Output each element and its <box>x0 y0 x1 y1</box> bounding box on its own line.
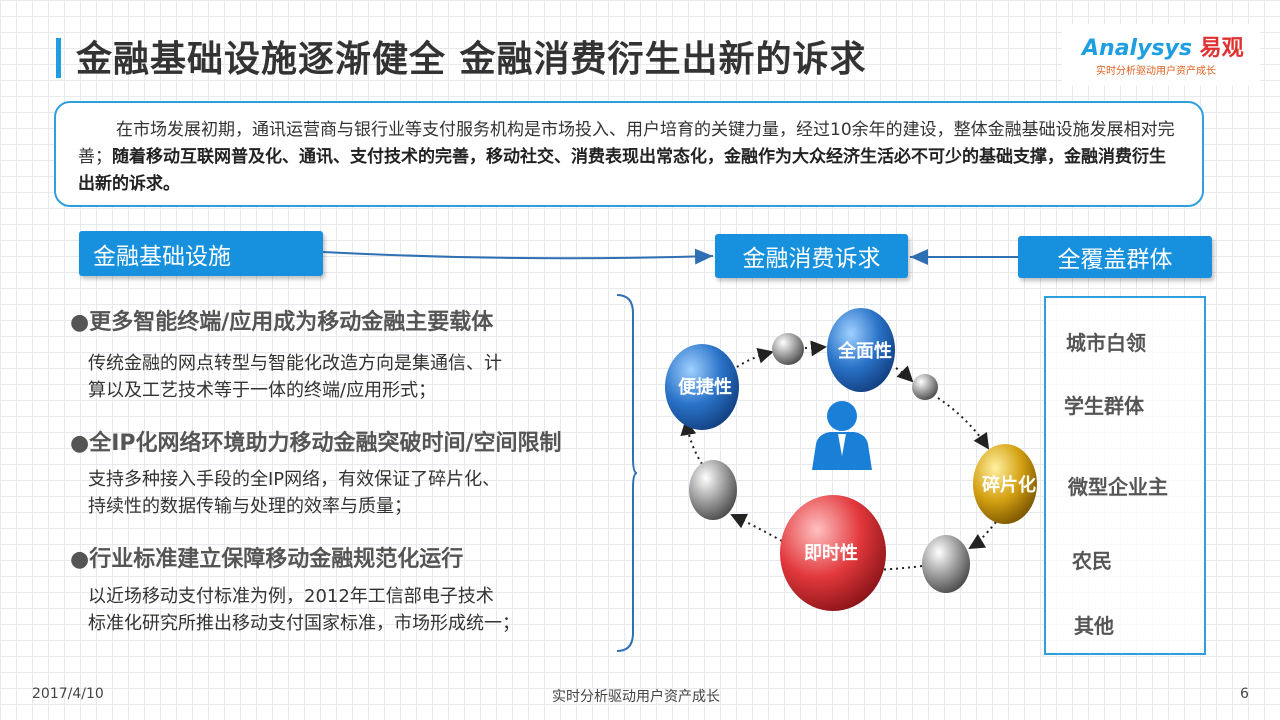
group-item: 微型企业主 <box>1068 475 1168 499</box>
point-3-line-2: 标准化研究所推出移动支付国家标准，市场形成统一； <box>88 613 520 634</box>
right-brace <box>616 294 638 652</box>
group-item: 其他 <box>1074 614 1114 638</box>
title-accent-bar <box>56 38 61 78</box>
intro-box: 在市场发展初期，通讯运营商与银行业等支付服务机构是市场投入、用户培育的关键力量，… <box>54 101 1204 207</box>
cycle-gray-bubble-left <box>689 460 737 520</box>
cycle-node-convenient <box>665 344 739 430</box>
logo-slogan: 实时分析驱动用户资产成长 <box>1096 66 1216 77</box>
node-label-comprehensive: 全面性 <box>837 340 892 362</box>
cycle-gray-bubble-right <box>912 374 938 400</box>
logo-text-cn: 易观 <box>1199 36 1244 61</box>
group-item: 农民 <box>1072 549 1112 573</box>
point-2-text: 支持多种接入手段的全IP网络，有效保证了碎片化、 持续性的数据传输与处理的效率与… <box>88 466 500 520</box>
footer-slogan: 实时分析驱动用户资产成长 <box>552 689 720 705</box>
point-2-heading: ●全IP化网络环境助力移动金融突破时间/空间限制 <box>70 431 562 456</box>
page-number: 6 <box>1240 686 1249 702</box>
cover-label: 全覆盖群体 <box>1018 236 1212 278</box>
point-1-heading: ●更多智能终端/应用成为移动金融主要载体 <box>70 310 494 335</box>
cycle-gray-bubble-bottom <box>922 535 970 593</box>
page-title: 金融基础设施逐渐健全 金融消费衍生出新的诉求 <box>76 39 867 80</box>
logo-text-en: Analysys <box>1082 36 1192 61</box>
intro-bold: 随着移动互联网普及化、通讯、支付技术的完善，移动社交、消费表现出常态化，金融作为… <box>78 147 1166 194</box>
demand-cycle-diagram: 全面性 碎片化 即时性 便捷性 <box>665 308 1037 611</box>
point-3-text: 以近场移动支付标准为例，2012年工信部电子技术 标准化研究所推出移动支付国家标… <box>88 583 520 637</box>
group-item: 学生群体 <box>1064 394 1144 418</box>
groups-box <box>1044 296 1206 655</box>
group-item: 城市白领 <box>1066 331 1146 355</box>
node-label-convenient: 便捷性 <box>678 376 732 398</box>
point-1-line-2: 算以及工艺技术等于一体的终端/应用形式； <box>88 380 437 401</box>
cycle-gray-bubble-top <box>772 333 804 365</box>
point-1-text: 传统金融的网点转型与智能化改造方向是集通信、计 算以及工艺技术等于一体的终端/应… <box>88 350 502 404</box>
node-label-fragmented: 碎片化 <box>982 474 1036 496</box>
demand-label: 金融消费诉求 <box>715 234 908 278</box>
point-3-heading: ●行业标准建立保障移动金融规范化运行 <box>70 547 464 572</box>
analysys-logo: Analysys 易观 实时分析驱动用户资产成长 <box>1062 24 1260 86</box>
infra-label: 金融基础设施 <box>79 231 323 276</box>
point-3-line-1: 以近场移动支付标准为例，2012年工信部电子技术 <box>88 586 494 607</box>
footer-date: 2017/4/10 <box>32 686 104 702</box>
point-2-line-1: 支持多种接入手段的全IP网络，有效保证了碎片化、 <box>88 469 501 490</box>
logo-text: Analysys 易观 <box>1082 30 1244 62</box>
point-1-line-1: 传统金融的网点转型与智能化改造方向是集通信、计 <box>88 353 502 374</box>
cycle-node-comprehensive <box>827 308 895 392</box>
cycle-node-fragmented <box>973 444 1037 524</box>
infra-to-demand-arrow <box>322 248 714 265</box>
intro-normal: 在市场发展初期，通讯运营商与银行业等支付服务机构是市场投入、用户培育的关键力量，… <box>78 120 1175 167</box>
node-label-instant: 即时性 <box>804 542 858 564</box>
cycle-node-instant <box>780 495 886 611</box>
user-icon <box>812 401 872 470</box>
point-2-line-2: 持续性的数据传输与处理的效率与质量； <box>88 496 412 517</box>
